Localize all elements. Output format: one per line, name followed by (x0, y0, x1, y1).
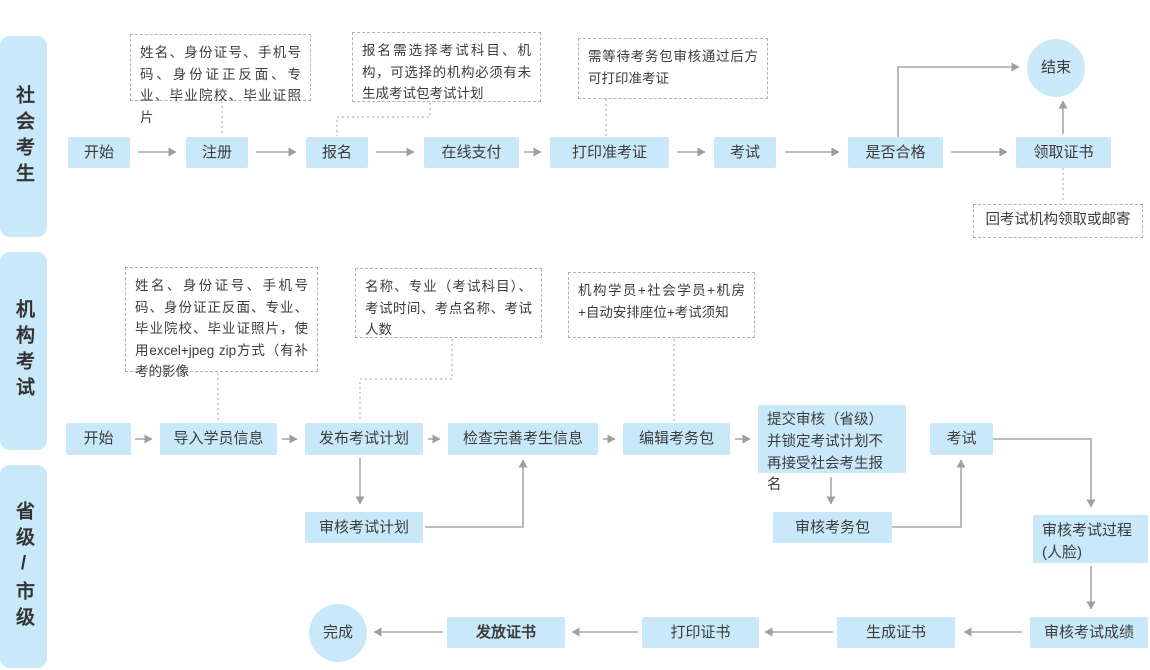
node-exam-social: 考试 (714, 137, 776, 168)
node-print-cert: 打印证书 (642, 617, 759, 648)
note-register-info: 姓名、身份证号、手机号码、身份证正反面、专业、毕业院校、毕业证照片 (130, 34, 311, 125)
node-end-circle: 结束 (1027, 39, 1085, 97)
lane-tab-institution: 机构考试 (0, 252, 47, 450)
note-pack-info: 机构学员+社会学员+机房+自动安排座位+考试须知 (568, 272, 755, 338)
node-print-ticket: 打印准考证 (550, 137, 669, 168)
node-generate-cert: 生成证书 (837, 617, 955, 648)
node-submit-audit: 提交审核（省级）并锁定考试计划不再接受社会考生报名 (758, 405, 906, 493)
node-audit-process: 审核考试过程(人脸) (1033, 515, 1148, 563)
note-receive-info: 回考试机构领取或邮寄 (973, 204, 1143, 238)
node-signup: 报名 (306, 137, 368, 168)
node-exam-institution: 考试 (930, 423, 993, 455)
lane-tab-social: 社会考生 (0, 36, 47, 237)
node-audit-score: 审核考试成绩 (1030, 617, 1148, 648)
node-edit-pack: 编辑考务包 (623, 423, 730, 455)
node-pass-check: 是否合格 (848, 137, 943, 168)
node-publish-plan: 发布考试计划 (305, 423, 423, 455)
node-import-students: 导入学员信息 (160, 423, 277, 455)
node-issue-cert: 发放证书 (447, 617, 565, 648)
node-register: 注册 (186, 137, 248, 168)
node-receive-cert: 领取证书 (1016, 137, 1111, 168)
node-audit-pack: 审核考务包 (773, 512, 892, 543)
node-start-institution: 开始 (66, 423, 131, 455)
lane-label-social: 社会考生 (13, 84, 34, 189)
node-audit-plan: 审核考试计划 (305, 512, 423, 543)
node-start-social: 开始 (68, 137, 130, 168)
node-online-pay: 在线支付 (424, 137, 519, 168)
node-check-info: 检查完善考生信息 (448, 423, 598, 455)
lane-label-institution: 机构考试 (13, 299, 34, 403)
lane-label-provincial: 省级/市级 (13, 500, 34, 633)
node-done-circle: 完成 (309, 604, 367, 662)
note-signup-info: 报名需选择考试科目、机构，可选择的机构必须有未生成考试包考试计划 (352, 32, 541, 102)
note-plan-info: 名称、专业（考试科目）、考试时间、考点名称、考试人数 (355, 268, 542, 338)
lane-tab-provincial: 省级/市级 (0, 465, 47, 668)
note-import-info: 姓名、身份证号、手机号码、身份证正反面、专业、毕业院校、毕业证照片，使用exce… (125, 267, 318, 379)
note-print-info: 需等待考务包审核通过后方可打印准考证 (578, 38, 768, 99)
